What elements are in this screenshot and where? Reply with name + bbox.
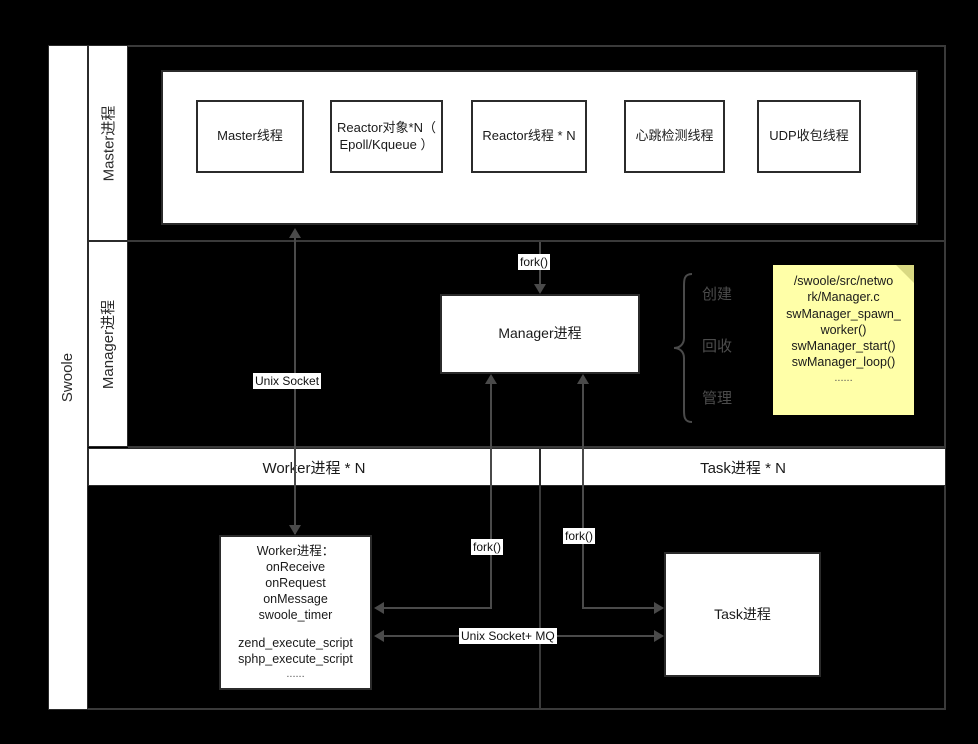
unix-socket-label: Unix Socket (253, 373, 322, 389)
duty-create: 创建 (702, 286, 733, 303)
swimlane-manager-label: Manager进程 (100, 299, 118, 389)
task-process-box[interactable]: Task进程 (664, 552, 821, 677)
worker-line-1: Worker进程： (256, 544, 335, 559)
unix-socket-arrowhead-top (289, 228, 301, 238)
worker-line-6: zend_execute_script (238, 636, 353, 651)
note-line-5: swManager_start() (791, 339, 896, 353)
worker-line-7: sphp_execute_script (238, 652, 353, 667)
note-line-2: rk/Manager.c (807, 290, 880, 305)
duty-recycle: 回收 (702, 338, 733, 355)
fork-task-arrowhead-manager (577, 374, 589, 384)
fork-manager-arrowhead (534, 284, 546, 294)
manager-lane-divider (128, 446, 946, 448)
master-lane-divider (128, 240, 946, 242)
fork-task-line-horizontal (582, 607, 654, 609)
swimlane-manager: Manager进程 (88, 241, 128, 447)
master-thread-label: Master线程 (217, 128, 283, 144)
note-line-6: swManager_loop() (791, 355, 896, 370)
duty-manage: 管理 (702, 390, 733, 407)
fork-manager-label: fork() (518, 254, 550, 270)
worker-process-box[interactable]: Worker进程： onReceive onRequest onMessage … (219, 535, 372, 690)
unix-socket-mq-label: Unix Socket+ MQ (459, 628, 557, 644)
heartbeat-thread-box[interactable]: 心跳检测线程 (624, 100, 725, 173)
swimlane-master: Master进程 (88, 45, 128, 241)
worker-line-8: ...... (286, 668, 305, 681)
heartbeat-thread-label: 心跳检测线程 (635, 128, 714, 144)
fork-worker-line-vertical (490, 384, 492, 609)
note-line-1: /swoole/src/netwo (793, 274, 894, 288)
udp-thread-label: UDP收包线程 (769, 128, 849, 144)
note-line-4: worker() (820, 322, 867, 337)
master-thread-box[interactable]: Master线程 (196, 100, 304, 173)
reactor-thread-box[interactable]: Reactor线程 * N (471, 100, 587, 173)
worker-band: Worker进程 * N (88, 448, 540, 486)
unix-socket-arrowhead-bottom (289, 525, 301, 535)
task-band-label: Task进程 * N (700, 459, 786, 477)
fork-worker-line-horizontal (384, 607, 492, 609)
worker-line-5: swoole_timer (258, 608, 333, 623)
reactor-object-box[interactable]: Reactor对象*N（ Epoll/Kqueue ） (330, 100, 443, 173)
swimlane-master-label: Master进程 (100, 105, 118, 181)
task-band: Task进程 * N (540, 448, 946, 486)
manager-source-note: /swoole/src/netwo rk/Manager.c swManager… (773, 265, 914, 415)
manager-process-label: Manager进程 (498, 325, 582, 342)
manager-process-box[interactable]: Manager进程 (440, 294, 640, 374)
manager-duties-brace (672, 272, 694, 424)
note-line-3: swManager_spawn_ (786, 306, 901, 321)
unix-socket-mq-arrowhead-right (654, 630, 664, 642)
fork-worker-arrowhead-manager (485, 374, 497, 384)
worker-line-2: onReceive (265, 560, 326, 575)
fork-task-line-vertical (582, 384, 584, 609)
swimlane-swoole: Swoole (48, 45, 88, 710)
reactor-thread-label: Reactor线程 * N (482, 128, 576, 144)
udp-thread-box[interactable]: UDP收包线程 (757, 100, 861, 173)
worker-line-4: onMessage (263, 592, 328, 607)
fork-task-arrowhead (654, 602, 664, 614)
note-line-7: ...... (834, 371, 853, 384)
reactor-object-label: Reactor对象*N（ Epoll/Kqueue ） (337, 119, 436, 152)
fork-worker-arrowhead (374, 602, 384, 614)
worker-line-3: onRequest (265, 576, 326, 591)
swimlane-swoole-label: Swoole (59, 352, 77, 403)
worker-band-label: Worker进程 * N (262, 459, 366, 477)
fork-worker-label: fork() (471, 539, 503, 555)
task-process-label: Task进程 (714, 605, 771, 622)
worker-task-divider (539, 486, 541, 710)
unix-socket-mq-arrowhead-left (374, 630, 384, 642)
fork-task-label: fork() (563, 528, 595, 544)
